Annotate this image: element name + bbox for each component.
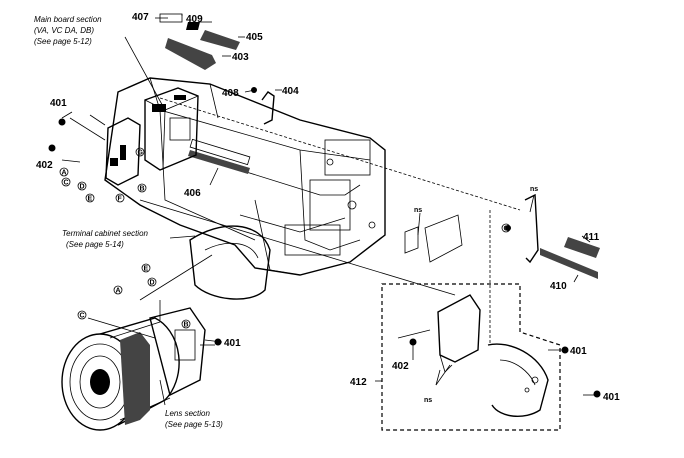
callout-e-left: E <box>88 196 93 203</box>
part-number-409: 409 <box>186 14 203 25</box>
part-number-405: 405 <box>246 32 263 43</box>
part-number-412: 412 <box>350 377 367 388</box>
part-number-401-lens: 401 <box>224 338 241 349</box>
main-board-section-label-2: (VA, VC DA, DB) <box>34 26 94 35</box>
callout-d-lens: D <box>150 280 155 287</box>
pcb-406 <box>188 150 250 174</box>
main-board-section-label-1: Main board section <box>34 15 102 24</box>
lens-section-label-1: Lens section <box>165 409 210 418</box>
terminal-cabinet-label-1: Terminal cabinet section <box>62 229 149 238</box>
callout-a-lens: A <box>116 288 121 295</box>
callout-c-lens: C <box>80 313 85 320</box>
callout-g-right: G <box>504 226 510 233</box>
lens-section-label-2: (See page 5-13) <box>165 420 223 429</box>
part-number-411: 411 <box>583 232 600 243</box>
part-number-404: 404 <box>282 86 299 97</box>
callout-letters: A C D E F B G E D A C B G <box>59 147 511 329</box>
part-number-402-left: 402 <box>36 160 53 171</box>
part-number-406: 406 <box>184 188 201 199</box>
part-412-group <box>381 283 561 431</box>
part-number-401-right-b: 401 <box>603 392 620 403</box>
callout-b-left: B <box>140 186 145 193</box>
callout-b-lens: B <box>184 322 189 329</box>
terminal-cabinet-label-2: (See page 5-14) <box>66 240 124 249</box>
part-number-402-right: 402 <box>392 361 409 372</box>
lens-knurled-ring <box>120 332 150 425</box>
ns-label-bracket: ns <box>530 186 538 193</box>
main-chassis <box>104 77 386 276</box>
ns-label-rear-panel: ns <box>414 207 422 214</box>
callout-a-left: A <box>62 170 67 177</box>
main-board-section-label-3: (See page 5-12) <box>34 37 92 46</box>
lens-assembly <box>61 307 215 431</box>
part-number-401-right-a: 401 <box>570 346 587 357</box>
part-number-407: 407 <box>132 12 149 23</box>
terminal-cabinet-part <box>189 225 271 300</box>
part-number-403: 403 <box>232 52 249 63</box>
bracket-410-area <box>524 193 600 279</box>
rear-panel-ns <box>404 214 463 263</box>
callout-d-left: D <box>80 184 85 191</box>
part-number-401-left: 401 <box>50 98 67 109</box>
part-number-408: 408 <box>222 88 239 99</box>
callout-f-left: F <box>118 196 123 203</box>
part-number-410: 410 <box>550 281 567 292</box>
main-board-block <box>144 87 199 171</box>
ns-label-412: ns <box>424 397 432 404</box>
leader-lines <box>61 14 595 406</box>
callout-c-left: C <box>64 180 69 187</box>
callout-g-left: G <box>138 150 144 157</box>
callout-e-lens: E <box>144 266 149 273</box>
left-side-bracket <box>69 114 141 186</box>
